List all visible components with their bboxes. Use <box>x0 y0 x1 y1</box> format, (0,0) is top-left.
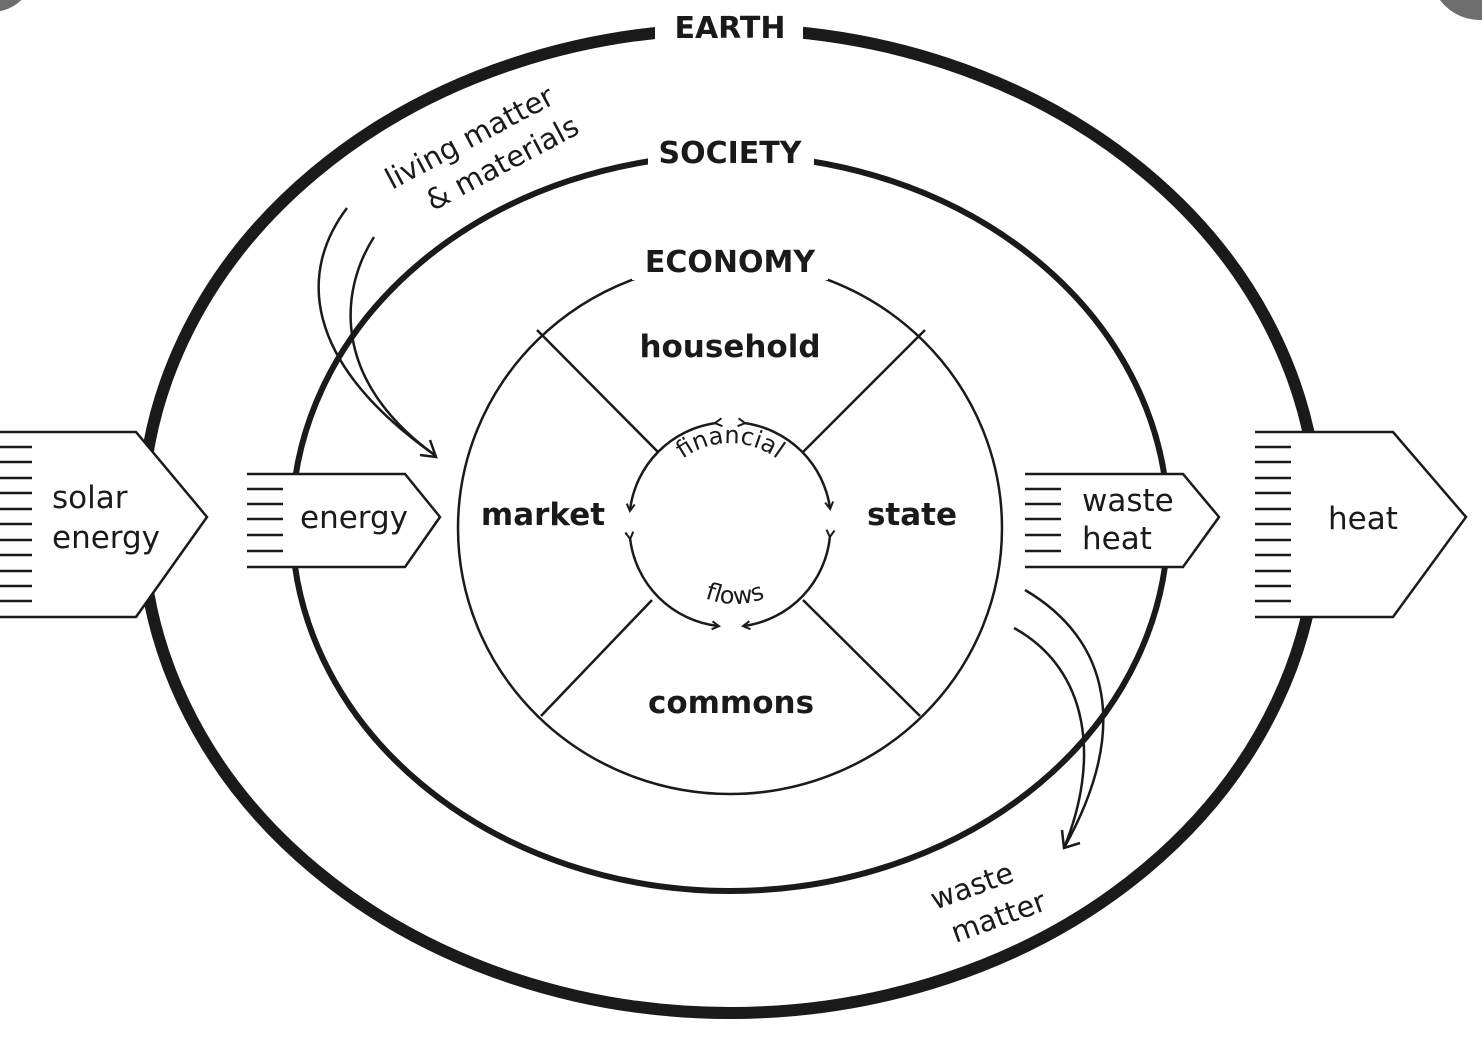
stripes-icon <box>247 487 283 553</box>
financial-label: financial <box>671 421 790 464</box>
economy-label: ECONOMY <box>645 245 816 280</box>
society-label: SOCIETY <box>659 136 803 171</box>
stripes-icon <box>1025 487 1061 553</box>
stripes-icon <box>0 445 32 603</box>
solar-label-line2: energy <box>52 520 160 556</box>
sector-household: household <box>639 329 820 365</box>
earth-label: EARTH <box>674 11 785 46</box>
heat-label: heat <box>1328 501 1398 537</box>
sector-market: market <box>481 497 605 533</box>
energy-label: energy <box>300 500 408 536</box>
solar-energy-arrow: solar energy <box>0 430 209 619</box>
living-matter-label: living matter & materials <box>379 79 584 218</box>
financial-flow-arrows-icon <box>630 423 830 626</box>
corner-circle-left <box>0 0 22 12</box>
energy-arrow: energy <box>247 472 442 569</box>
waste-heat-line1: waste <box>1082 483 1174 519</box>
solar-label-line1: solar <box>52 480 128 516</box>
waste-matter-arrow-icon <box>1013 588 1105 850</box>
waste-heat-line2: heat <box>1082 521 1152 557</box>
sector-state: state <box>867 497 957 533</box>
waste-heat-arrow: waste heat <box>1025 472 1221 569</box>
flows-label: flows <box>703 577 767 610</box>
stripes-icon <box>1255 445 1291 603</box>
sector-commons: commons <box>648 685 814 721</box>
corner-circle-right <box>1440 0 1482 20</box>
living-matter-arrow-icon <box>317 207 438 459</box>
heat-arrow: heat <box>1255 430 1468 619</box>
